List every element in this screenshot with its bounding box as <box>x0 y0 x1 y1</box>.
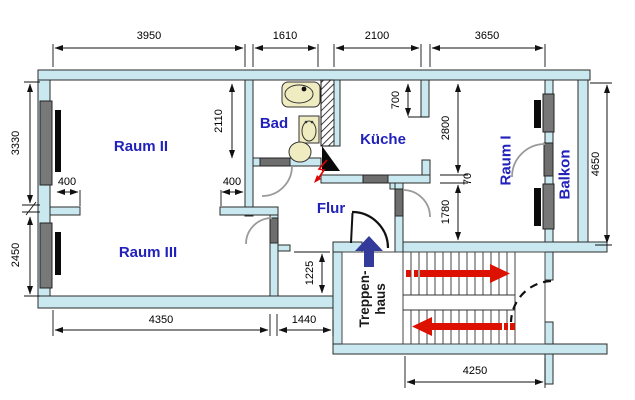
entrance-arrow-icon <box>355 236 383 267</box>
interior-walls <box>49 79 608 385</box>
stairs-down-arrow-icon <box>412 317 515 336</box>
room-label-bad: Bad <box>259 115 289 132</box>
room-label-flur: Flur <box>316 200 346 217</box>
flat-entrance-door-arc <box>351 210 390 249</box>
dim-bottom-2: 1440 <box>291 314 317 326</box>
room-label-raum1: Raum I <box>497 135 515 186</box>
dim-left-1: 3330 <box>10 130 22 156</box>
raum3-door-leaf <box>269 217 279 244</box>
room-label-treppenhaus: Treppen- haus <box>357 254 389 344</box>
dim-top-4: 3650 <box>474 30 500 42</box>
radiator-raum1-a <box>534 100 541 128</box>
stairs <box>341 236 546 345</box>
bad-door-threshold <box>259 157 291 167</box>
building-entrance-door-dashed <box>509 279 552 323</box>
installation-shaft <box>314 79 341 183</box>
radiators <box>55 100 541 275</box>
sink <box>298 115 320 144</box>
kueche-door-threshold <box>362 174 389 184</box>
room-label-kueche: Küche <box>360 131 406 148</box>
raum1-door-arc <box>402 189 431 218</box>
room-label-raum3: Raum III <box>118 244 178 261</box>
dim-raum2-depth: 2110 <box>213 109 225 133</box>
balcony-door-arc <box>511 143 546 178</box>
dim-bottom-1: 4350 <box>148 314 174 326</box>
radiator-raum2 <box>55 110 61 172</box>
radiator-raum1-b <box>534 188 541 226</box>
shaft-hatch <box>320 79 335 147</box>
dim-kueche-stub: 700 <box>390 90 402 110</box>
windows <box>39 93 555 289</box>
toilet <box>288 141 312 163</box>
dim-stub-right: 400 <box>222 176 242 188</box>
bathtub-drain <box>301 86 307 92</box>
dimension-extension-lines <box>22 44 612 388</box>
bathroom-fixtures <box>281 81 321 163</box>
dim-flur-depth: 1780 <box>440 199 452 225</box>
shaft-corner <box>322 146 340 171</box>
dim-wall-thickness: 70 <box>462 172 474 186</box>
treppenhaus-line1: Treppen- <box>357 270 372 328</box>
treppenhaus-line2: haus <box>373 283 388 315</box>
door-arcs <box>245 143 552 323</box>
bad-door-arc <box>261 165 293 197</box>
window-raum1-south <box>542 183 555 230</box>
dim-right-1: 4650 <box>590 151 602 177</box>
stairs-up-arrow-icon <box>406 264 510 283</box>
room-label-balkon: Balkon <box>556 149 574 200</box>
dim-stub-left: 400 <box>57 176 77 188</box>
raum3-door-arc <box>245 217 273 245</box>
window-raum1-north <box>542 93 555 133</box>
dim-kueche-depth: 2800 <box>440 115 452 141</box>
electrical-lightning-icon <box>314 159 328 183</box>
dim-top-3: 2100 <box>364 30 390 42</box>
room-label-raum2: Raum II <box>113 138 169 155</box>
dim-bottom-3: 4250 <box>462 365 488 377</box>
window-raum3 <box>39 222 53 289</box>
dimension-lines <box>27 45 610 385</box>
radiator-raum3 <box>55 232 61 275</box>
dim-top-2: 1610 <box>272 30 298 42</box>
raum1-door-leaf <box>394 188 404 217</box>
dim-top-1: 3950 <box>136 30 162 42</box>
dim-left-2: 2450 <box>10 242 22 268</box>
flat-entrance-door-leaf <box>350 212 354 244</box>
dim-niche-depth: 1225 <box>304 260 316 286</box>
balcony-door-leaf <box>543 142 554 177</box>
window-raum2 <box>39 100 53 186</box>
